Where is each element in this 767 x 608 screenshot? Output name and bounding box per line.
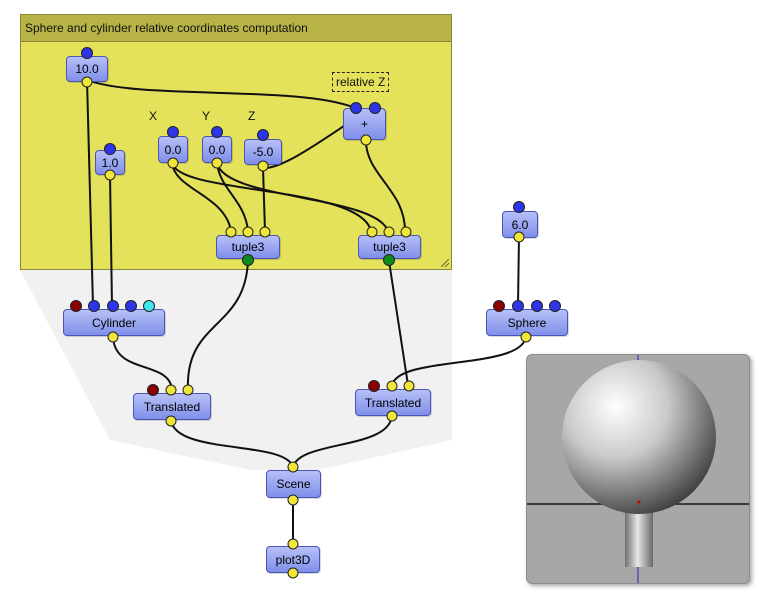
scene-node[interactable]: Scene <box>266 470 321 498</box>
wire-10-to-cylinder <box>86 79 94 307</box>
tuple3-node-a[interactable]: tuple3 <box>216 235 280 259</box>
plot3d-node[interactable]: plot3D <box>266 546 320 573</box>
wire-x-to-tuple3b <box>171 162 372 232</box>
translated-node-b[interactable]: Translated <box>355 389 431 416</box>
plus-node[interactable]: + <box>343 108 386 140</box>
annotation-z: Z <box>248 109 256 123</box>
wire-z-to-tuple3a <box>262 167 266 232</box>
sphere-node[interactable]: Sphere <box>486 309 568 336</box>
wire-translated-b-to-scene <box>292 414 393 468</box>
annotation-x: X <box>149 109 158 123</box>
annotation-y: Y <box>202 109 211 123</box>
origin-marker <box>637 500 641 504</box>
wire-10-to-plus <box>86 79 356 109</box>
cylinder-node[interactable]: Cylinder <box>63 309 165 336</box>
cylinder-shape <box>625 505 653 567</box>
value-node-y[interactable]: 0.0 <box>202 136 232 163</box>
wire-tuple3b-to-translated-b <box>388 260 409 386</box>
wire-y-to-tuple3a <box>216 162 249 232</box>
3d-viewport[interactable] <box>526 354 750 584</box>
wire-plus-to-tuple3b <box>365 140 406 232</box>
wire-sphere-to-translated-b <box>391 336 527 386</box>
value-node-6[interactable]: 6.0 <box>502 211 538 238</box>
sphere-shape <box>562 360 716 514</box>
annotation-relative-z: relative Z <box>332 72 390 92</box>
translated-node-a[interactable]: Translated <box>133 393 211 420</box>
wire-tuple3a-to-translated-a <box>186 260 249 391</box>
resize-grip-icon[interactable] <box>441 259 449 267</box>
wire-cylinder-to-translated-a <box>112 336 173 391</box>
3d-scene-render[interactable] <box>527 355 749 583</box>
value-node-z[interactable]: -5.0 <box>244 139 282 165</box>
wire-1-to-cylinder <box>109 174 113 307</box>
wire-x-to-tuple3a <box>171 162 232 232</box>
tuple3-node-b[interactable]: tuple3 <box>358 235 421 259</box>
wire-translated-a-to-scene <box>170 419 294 468</box>
value-node-x[interactable]: 0.0 <box>158 136 188 163</box>
wire-6-to-sphere <box>517 234 520 307</box>
group-title[interactable]: Sphere and cylinder relative coordinates… <box>21 15 451 42</box>
wire-y-to-tuple3b <box>216 162 389 232</box>
value-node-1[interactable]: 1.0 <box>95 150 125 175</box>
value-node-10[interactable]: 10.0 <box>66 56 108 82</box>
